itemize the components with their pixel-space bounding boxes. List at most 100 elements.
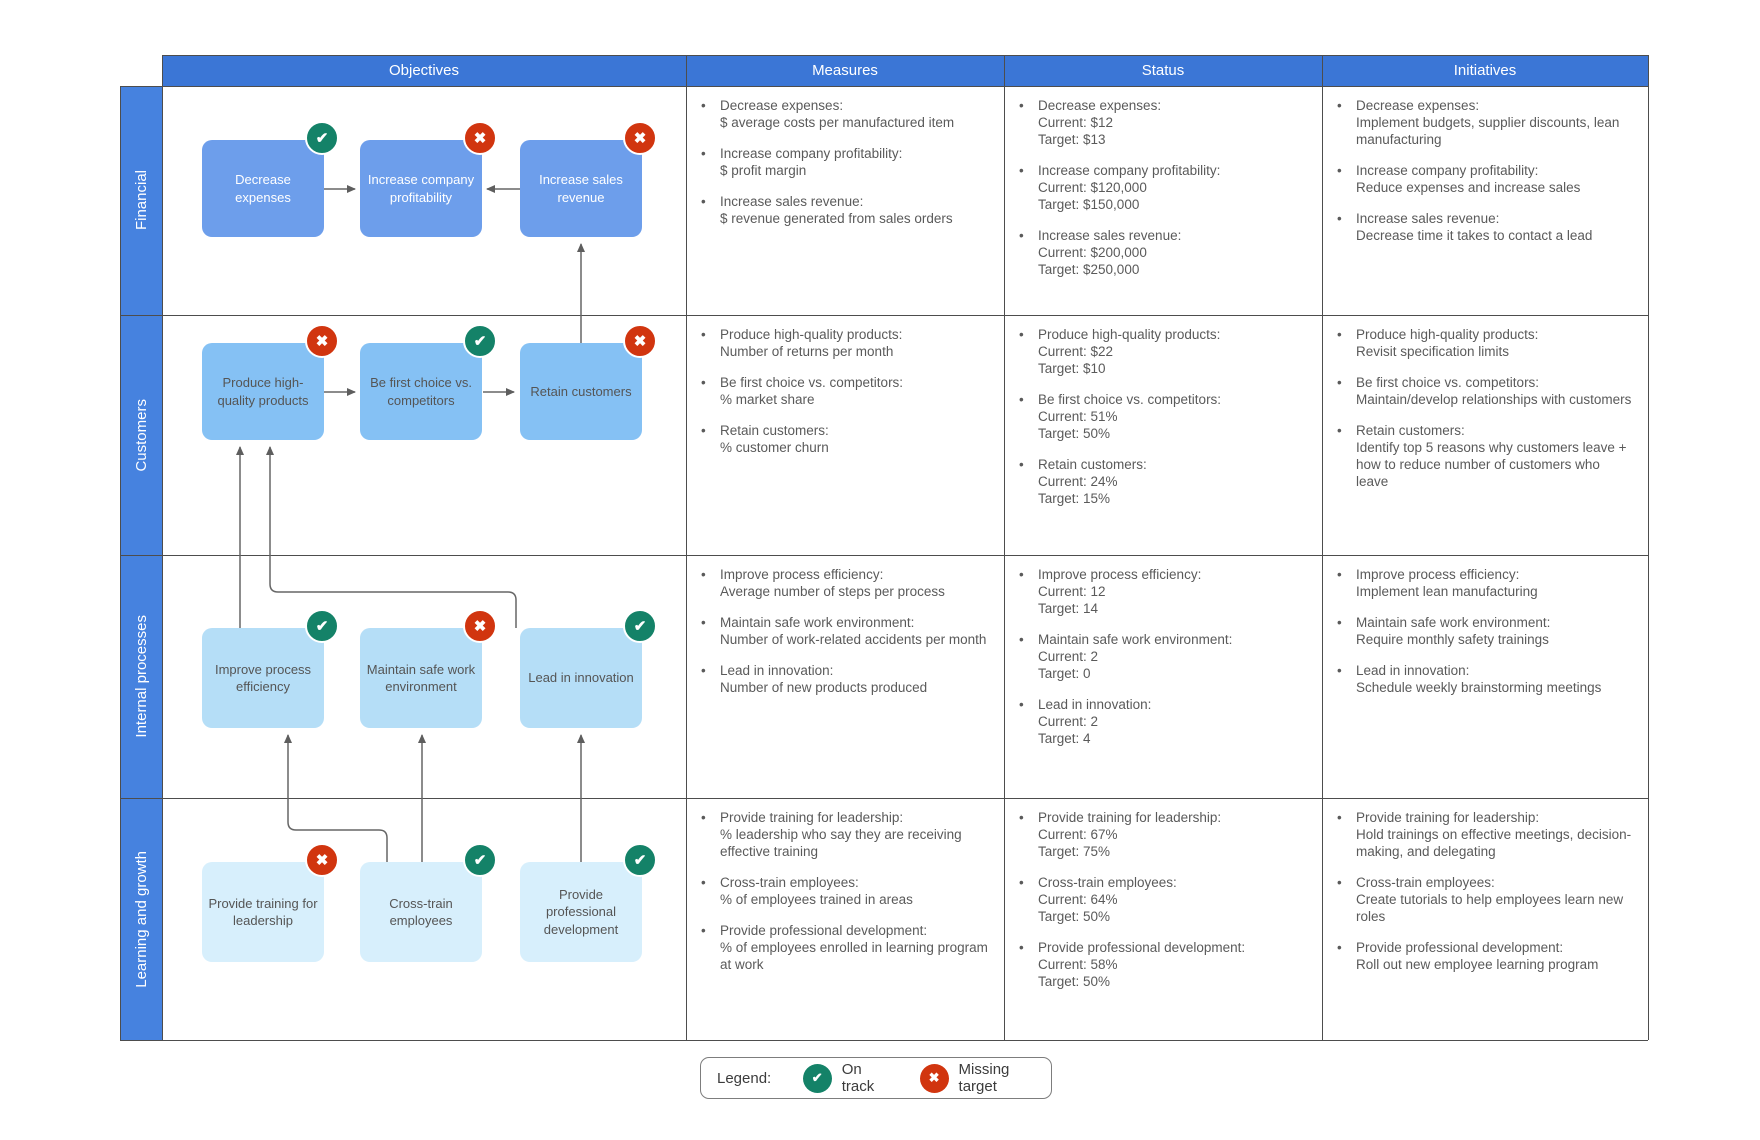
status-cell-customers: •Produce high-quality products:Current: … xyxy=(1004,315,1322,555)
bullet-dot: • xyxy=(1337,567,1342,582)
initiative-title: Retain customers: xyxy=(1356,423,1465,438)
objective-box-label: Provide professional development xyxy=(543,887,619,937)
status-title: Produce high-quality products: xyxy=(1038,327,1221,342)
missing-target-badge-icon xyxy=(463,121,497,155)
status-values: Current: $22 Target: $10 xyxy=(1038,344,1114,376)
on-track-badge-icon xyxy=(463,324,497,358)
legend-on-track-label: On track xyxy=(841,1061,875,1095)
status-item: •Cross-train employees:Current: 64% Targ… xyxy=(1019,874,1308,925)
status-item: •Decrease expenses:Current: $12 Target: … xyxy=(1019,97,1308,148)
measure-item: •Improve process efficiency:Average numb… xyxy=(701,566,990,600)
objective-box-produce-high-quality-products: Produce high-quality products xyxy=(202,343,324,440)
initiative-desc: Create tutorials to help employees learn… xyxy=(1356,892,1624,924)
initiative-item: •Increase sales revenue:Decrease time it… xyxy=(1337,210,1634,244)
on-track-badge-icon xyxy=(305,121,339,155)
objective-box-lead-in-innovation: Lead in innovation xyxy=(520,628,642,728)
legend-missing-target-label: Missing target xyxy=(958,1061,1010,1095)
bullet-dot: • xyxy=(1337,875,1342,890)
bullet-dot: • xyxy=(1337,375,1342,390)
objective-box-label: Increase company profitability xyxy=(367,172,475,205)
bullet-dot: • xyxy=(701,875,706,890)
measure-desc: Average number of steps per process xyxy=(720,584,945,599)
measure-item: •Provide training for leadership:% leade… xyxy=(701,809,990,860)
bullet-dot: • xyxy=(701,375,706,390)
objective-box-increase-sales-revenue: Increase sales revenue xyxy=(520,140,642,237)
initiative-item: •Lead in innovation:Schedule weekly brai… xyxy=(1337,662,1634,696)
status-values: Current: 58% Target: 50% xyxy=(1038,957,1118,989)
on-track-legend-icon xyxy=(802,1063,832,1093)
objective-box-retain-customers: Retain customers xyxy=(520,343,642,440)
column-header-initiatives: Initiatives xyxy=(1322,55,1648,86)
status-title: Cross-train employees: xyxy=(1038,875,1177,890)
status-values: Current: $200,000 Target: $250,000 xyxy=(1038,245,1147,277)
measure-desc: % customer churn xyxy=(720,440,829,455)
initiative-item: •Retain customers:Identify top 5 reasons… xyxy=(1337,422,1634,490)
measure-desc: Number of returns per month xyxy=(720,344,894,359)
bullet-dot: • xyxy=(1019,697,1024,712)
missing-target-badge-icon xyxy=(623,121,657,155)
status-item: •Increase sales revenue:Current: $200,00… xyxy=(1019,227,1308,278)
objective-box-be-first-choice: Be first choice vs. competitors xyxy=(360,343,482,440)
bullet-dot: • xyxy=(701,423,706,438)
initiative-desc: Revisit specification limits xyxy=(1356,344,1510,359)
measure-title: Increase sales revenue: xyxy=(720,194,864,209)
bullet-dot: • xyxy=(1019,98,1024,113)
status-item: •Provide professional development:Curren… xyxy=(1019,939,1308,990)
measures-cell-customers: •Produce high-quality products:Number of… xyxy=(686,315,1004,555)
measure-desc: % market share xyxy=(720,392,815,407)
row-label-customers: Customers xyxy=(120,315,162,555)
measure-item: •Decrease expenses:$ average costs per m… xyxy=(701,97,990,131)
initiative-item: •Increase company profitability:Reduce e… xyxy=(1337,162,1634,196)
legend-label: Legend: xyxy=(717,1069,772,1087)
objective-box-label: Maintain safe work environment xyxy=(366,661,476,694)
measure-title: Provide professional development: xyxy=(720,923,928,938)
initiative-title: Lead in innovation: xyxy=(1356,663,1470,678)
bullet-dot: • xyxy=(1019,567,1024,582)
on-track-badge-icon xyxy=(305,609,339,643)
initiative-desc: Identify top 5 reasons why customers lea… xyxy=(1356,440,1627,489)
initiative-title: Improve process efficiency: xyxy=(1356,567,1520,582)
objective-box-decrease-expenses: Decrease expenses xyxy=(202,140,324,237)
bullet-dot: • xyxy=(701,615,706,630)
bullet-dot: • xyxy=(1337,663,1342,678)
measure-item: •Maintain safe work environment:Number o… xyxy=(701,614,990,648)
bullet-dot: • xyxy=(701,194,706,209)
bullet-dot: • xyxy=(701,98,706,113)
initiative-title: Be first choice vs. competitors: xyxy=(1356,375,1540,390)
status-item: •Provide training for leadership:Current… xyxy=(1019,809,1308,860)
bullet-dot: • xyxy=(1019,163,1024,178)
objective-box-label: Improve process efficiency xyxy=(214,661,312,694)
bullet-dot: • xyxy=(701,327,706,342)
status-values: Current: 51% Target: 50% xyxy=(1038,409,1118,441)
objective-box-increase-company-profitability: Increase company profitability xyxy=(360,140,482,237)
status-values: Current: 2 Target: 4 xyxy=(1038,714,1099,746)
column-header-status: Status xyxy=(1004,55,1322,86)
status-values: Current: 24% Target: 15% xyxy=(1038,474,1118,506)
on-track-badge-icon xyxy=(623,843,657,877)
initiative-desc: Implement budgets, supplier discounts, l… xyxy=(1356,115,1620,147)
measure-item: •Lead in innovation:Number of new produc… xyxy=(701,662,990,696)
objective-box-maintain-safe-work-environment: Maintain safe work environment xyxy=(360,628,482,728)
bullet-dot: • xyxy=(1337,327,1342,342)
missing-target-badge-icon xyxy=(463,609,497,643)
initiative-title: Provide training for leadership: xyxy=(1356,810,1540,825)
status-values: Current: $12 Target: $13 xyxy=(1038,115,1114,147)
bullet-dot: • xyxy=(1019,228,1024,243)
row-label-learning-growth: Learning and growth xyxy=(120,798,162,1040)
bullet-dot: • xyxy=(1337,98,1342,113)
measure-title: Cross-train employees: xyxy=(720,875,859,890)
measure-desc: % of employees enrolled in learning prog… xyxy=(720,940,988,972)
status-values: Current: 64% Target: 50% xyxy=(1038,892,1118,924)
status-title: Improve process efficiency: xyxy=(1038,567,1202,582)
initiative-title: Decrease expenses: xyxy=(1356,98,1480,113)
initiative-item: • Decrease expenses: Implement budgets, su… xyxy=(1337,97,1634,148)
initiative-desc: Implement lean manufacturing xyxy=(1356,584,1538,599)
measure-desc: Number of new products produced xyxy=(720,680,928,695)
measure-title: Be first choice vs. competitors: xyxy=(720,375,904,390)
initiative-title: Maintain safe work environment: xyxy=(1356,615,1551,630)
column-header-label: Status xyxy=(1141,62,1185,79)
legend: Legend: On track Missing target xyxy=(700,1057,1052,1099)
initiative-desc: Roll out new employee learning program xyxy=(1356,957,1599,972)
